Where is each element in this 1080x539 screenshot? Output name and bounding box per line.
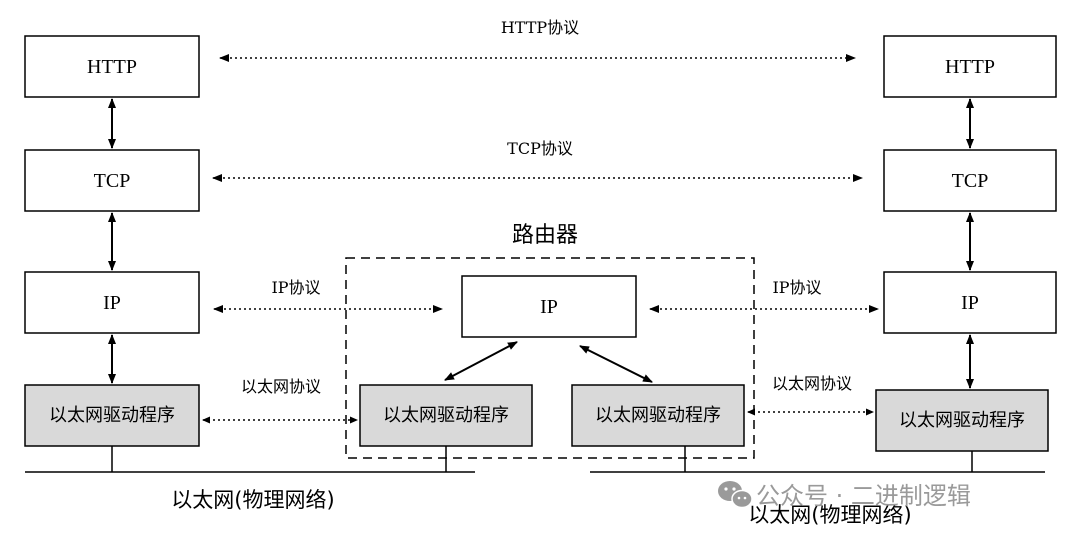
router-driver-left-label: 以太网驱动程序 xyxy=(383,405,509,426)
tcp-protocol-label: TCP协议 xyxy=(507,139,573,158)
left-stack: HTTP TCP IP 以太网驱动程序 xyxy=(24,35,200,447)
router: 路由器 IP 以太网驱动程序 以太网驱动程序 xyxy=(345,223,755,459)
http-protocol-label: HTTP协议 xyxy=(501,18,579,37)
ip-protocol-right-label: IP协议 xyxy=(772,278,821,297)
right-tcp-box xyxy=(883,149,1057,212)
eth-protocol-right-label: 以太网协议 xyxy=(772,374,852,393)
ip-protocol-left-label: IP协议 xyxy=(271,278,320,297)
right-driver-box xyxy=(875,389,1049,452)
router-driver-right-label: 以太网驱动程序 xyxy=(595,405,721,426)
wechat-icon xyxy=(718,481,753,509)
eth-protocol-left-label: 以太网协议 xyxy=(241,377,321,396)
right-network-label: 以太网(物理网络) xyxy=(748,503,911,527)
left-http-label: HTTP xyxy=(87,56,137,78)
right-stack: HTTP TCP IP 以太网驱动程序 xyxy=(875,35,1057,452)
protocol-links: HTTP协议 TCP协议 IP协议 IP协议 以太网协议 以太网协议 xyxy=(202,18,879,424)
watermark: 公众号 · 二进制逻辑 xyxy=(718,481,971,510)
right-http-label: HTTP xyxy=(945,56,995,78)
left-driver-label: 以太网驱动程序 xyxy=(49,405,175,426)
left-http-box xyxy=(24,35,200,98)
physical-networks: 以太网(物理网络) 以太网(物理网络) xyxy=(25,446,1045,527)
router-driver-right-box xyxy=(571,384,745,447)
left-network-label: 以太网(物理网络) xyxy=(171,488,334,512)
router-ip-driver-right-arrow xyxy=(579,345,653,383)
router-ip-driver-left-arrow xyxy=(444,341,518,381)
router-ip-box xyxy=(461,275,637,338)
left-driver-box xyxy=(24,384,200,447)
left-ip-label: IP xyxy=(103,292,121,314)
router-driver-left-box xyxy=(359,384,533,447)
router-boundary xyxy=(345,257,755,459)
left-tcp-box xyxy=(24,149,200,212)
right-ip-box xyxy=(883,271,1057,334)
router-ip-label: IP xyxy=(540,296,558,318)
right-tcp-label: TCP xyxy=(952,170,989,192)
right-ip-label: IP xyxy=(961,292,979,314)
router-title: 路由器 xyxy=(512,223,578,248)
right-driver-label: 以太网驱动程序 xyxy=(899,410,1025,431)
left-tcp-label: TCP xyxy=(94,170,131,192)
watermark-text: 公众号 · 二进制逻辑 xyxy=(756,482,971,510)
right-http-box xyxy=(883,35,1057,98)
left-ip-box xyxy=(24,271,200,334)
